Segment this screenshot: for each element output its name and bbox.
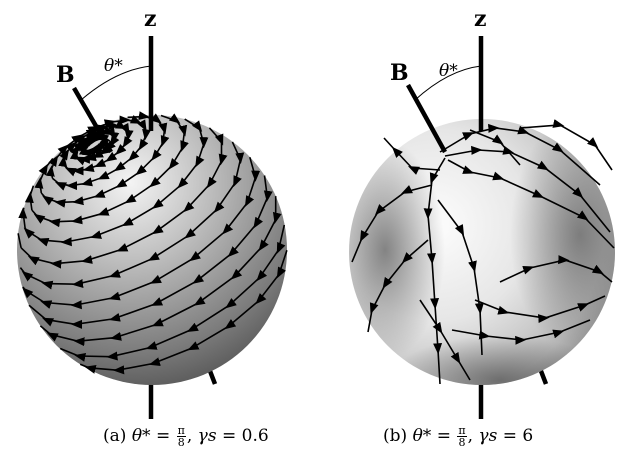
- caption-fraction-numerator: π: [457, 424, 467, 437]
- caption-fraction-numerator: π: [176, 424, 186, 437]
- caption-theta: θ*: [412, 426, 432, 446]
- caption-equals: =: [436, 426, 451, 446]
- panel-b: z B θ*: [349, 6, 615, 419]
- caption-fraction-denominator: 8: [458, 436, 466, 449]
- theta-arc-a: [80, 65, 152, 101]
- sphere-a: [17, 115, 287, 385]
- b-axis-top-a: [72, 86, 113, 154]
- flow-line: [474, 295, 606, 324]
- b-axis-label-b: B: [390, 60, 409, 86]
- flow-line: [17, 233, 22, 248]
- flow-line: [79, 250, 288, 375]
- flow-lines-a: [17, 111, 288, 375]
- b-axis-label-a: B: [56, 62, 75, 88]
- flow-line: [499, 255, 613, 283]
- flow-line: [419, 299, 471, 381]
- z-axis-label-b: z: [474, 6, 487, 32]
- caption-equals: =: [155, 426, 171, 446]
- flow-line: [437, 199, 484, 356]
- caption-theta: θ*: [131, 426, 151, 446]
- caption-equals: =: [502, 426, 517, 446]
- flow-line: [469, 129, 521, 166]
- flow-line: [383, 137, 441, 175]
- caption-gamma-s-value: 6: [522, 426, 534, 446]
- flow-line: [451, 319, 591, 345]
- caption-tag: (b): [383, 426, 408, 446]
- theta-label-b: θ*: [439, 61, 458, 81]
- theta-label-a: θ*: [104, 56, 123, 76]
- b-axis-top-b: [406, 83, 447, 154]
- caption-fraction-denominator: 8: [177, 436, 185, 449]
- theta-arc-b: [414, 65, 482, 101]
- z-axis-label-a: z: [144, 6, 157, 32]
- caption-gamma-s: γs: [478, 426, 498, 446]
- caption-equals: =: [221, 426, 237, 446]
- caption-tag: (a): [103, 426, 127, 446]
- caption-gamma-s-value: 0.6: [241, 426, 269, 446]
- flow-lines-b: [351, 119, 615, 385]
- caption-separator: ,: [186, 426, 193, 446]
- flow-line: [351, 184, 433, 263]
- flow-line: [367, 239, 429, 333]
- flow-line: [447, 159, 615, 249]
- flow-line: [519, 119, 613, 171]
- panel-a: z B θ*: [17, 6, 288, 419]
- caption-separator: ,: [467, 426, 474, 446]
- caption-gamma-s: γs: [197, 426, 217, 446]
